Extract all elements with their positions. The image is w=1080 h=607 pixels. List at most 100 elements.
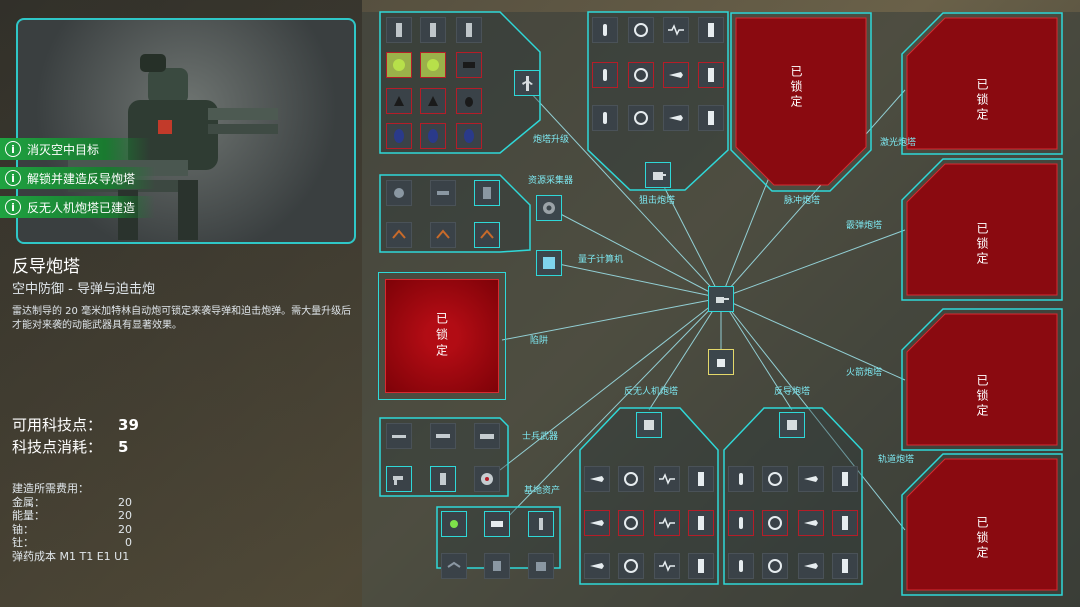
anti-missile-slot[interactable] — [762, 466, 788, 492]
base-asset-slot[interactable] — [441, 553, 467, 579]
cost-value: 5 — [118, 438, 129, 456]
upgrade-slot[interactable] — [420, 88, 446, 114]
soldier-weapon-slot[interactable] — [386, 466, 412, 492]
anti-drone-slot[interactable] — [654, 466, 680, 492]
anti-missile-slot[interactable] — [728, 466, 754, 492]
soldier-weapon-slot[interactable] — [474, 466, 500, 492]
upgrade-slot[interactable] — [386, 17, 412, 43]
sniper-slot[interactable] — [663, 17, 689, 43]
anti-missile-slot[interactable] — [728, 553, 754, 579]
sniper-slot[interactable] — [698, 105, 724, 131]
cost-row: 钍：0 — [12, 536, 132, 550]
anti-missile-slot[interactable] — [798, 510, 824, 536]
sniper-slot[interactable] — [628, 62, 654, 88]
collector-slot[interactable] — [474, 222, 500, 248]
magazine-icon — [708, 68, 714, 82]
quantum-computer-node[interactable] — [536, 250, 562, 276]
magazine-icon — [842, 472, 848, 486]
anti-drone-slot[interactable] — [618, 466, 644, 492]
cost-value: 20 — [118, 522, 132, 536]
unit-description: 雷达制导的 20 毫米加特林自动炮可锁定来袭导弹和迫击炮弹。需大量升级后才能对来… — [12, 306, 352, 331]
laser-turret-locked[interactable] — [901, 12, 1063, 155]
cost-row: 金属：20 — [12, 496, 132, 510]
collector-slot[interactable] — [386, 222, 412, 248]
sniper-slot[interactable] — [628, 105, 654, 131]
anti-missile-slot[interactable] — [798, 553, 824, 579]
collector-slot[interactable] — [430, 180, 456, 206]
soldier-weapon-slot[interactable] — [430, 466, 456, 492]
crawler-icon — [480, 229, 494, 239]
hail-turret-locked[interactable] — [901, 158, 1063, 301]
base-asset-slot[interactable] — [441, 511, 467, 537]
soldier-weapon-slot[interactable] — [430, 423, 456, 449]
anti-missile-slot[interactable] — [832, 510, 858, 536]
selected-anti-missile-node[interactable] — [708, 349, 734, 375]
sniper-slot[interactable] — [592, 105, 618, 131]
missile-icon — [590, 520, 604, 526]
soldier-weapon-slot[interactable] — [474, 423, 500, 449]
anti-drone-slot[interactable] — [654, 553, 680, 579]
collector-slot[interactable] — [474, 180, 500, 206]
upgrade-slot[interactable] — [386, 52, 412, 78]
sniper-turret-node[interactable] — [645, 162, 671, 188]
anti-missile-slot[interactable] — [728, 510, 754, 536]
anti-missile-slot[interactable] — [798, 466, 824, 492]
anti-drone-slot[interactable] — [618, 510, 644, 536]
upgrade-slot[interactable] — [420, 123, 446, 149]
anti-drone-slot[interactable] — [688, 510, 714, 536]
anti-missile-slot[interactable] — [762, 510, 788, 536]
orbital-turret-locked[interactable] — [901, 453, 1063, 596]
sniper-slot[interactable] — [592, 17, 618, 43]
upgrade-slot[interactable] — [456, 88, 482, 114]
anti-drone-slot[interactable] — [688, 553, 714, 579]
upgrade-slot[interactable] — [456, 123, 482, 149]
soldier-weapon-slot[interactable] — [386, 423, 412, 449]
objective-text: 消灭空中目标 — [27, 142, 100, 157]
anti-drone-slot[interactable] — [584, 510, 610, 536]
base-asset-slot[interactable] — [528, 553, 554, 579]
upgrade-slot[interactable] — [456, 17, 482, 43]
center-hub-node[interactable] — [708, 286, 734, 312]
upgrade-slot[interactable] — [386, 123, 412, 149]
tower-icon — [539, 518, 543, 530]
tech-point-cost: 科技点消耗：5 — [12, 436, 128, 457]
collector-slot[interactable] — [430, 222, 456, 248]
pistol-icon — [393, 476, 403, 485]
resource-collector-node[interactable] — [536, 195, 562, 221]
pulse-turret-locked[interactable] — [730, 12, 872, 192]
upgrade-slot[interactable] — [456, 52, 482, 78]
sniper-slot[interactable] — [698, 17, 724, 43]
rocket-turret-locked[interactable] — [901, 308, 1063, 451]
anti-drone-slot[interactable] — [584, 553, 610, 579]
locked-text: 已锁定 — [789, 65, 803, 110]
sniper-slot[interactable] — [592, 62, 618, 88]
collector-slot[interactable] — [386, 180, 412, 206]
anti-missile-turret-node[interactable] — [779, 412, 805, 438]
reload-icon — [768, 472, 782, 486]
objective-2: i 解锁并建造反导炮塔 — [0, 167, 155, 189]
sniper-slot[interactable] — [628, 17, 654, 43]
upgrade-slot[interactable] — [420, 52, 446, 78]
gear-icon — [543, 202, 555, 214]
anti-drone-turret-node[interactable] — [636, 412, 662, 438]
sniper-slot[interactable] — [663, 105, 689, 131]
bullet-icon — [603, 112, 607, 124]
anti-missile-slot[interactable] — [832, 466, 858, 492]
anti-drone-slot[interactable] — [618, 553, 644, 579]
base-asset-slot[interactable] — [484, 553, 510, 579]
anti-drone-slot[interactable] — [654, 510, 680, 536]
turret-upgrade-node[interactable] — [514, 70, 540, 96]
base-asset-slot[interactable] — [484, 511, 510, 537]
upgrade-slot[interactable] — [386, 88, 412, 114]
reload-icon — [768, 559, 782, 573]
anti-drone-slot[interactable] — [688, 466, 714, 492]
anti-missile-slot[interactable] — [832, 553, 858, 579]
upgrade-slot[interactable] — [420, 17, 446, 43]
trap-locked[interactable]: 已锁定 — [378, 272, 506, 400]
anti-missile-slot[interactable] — [762, 553, 788, 579]
sniper-slot[interactable] — [698, 62, 724, 88]
sniper-slot[interactable] — [663, 62, 689, 88]
anti-drone-slot[interactable] — [584, 466, 610, 492]
bullet-icon — [603, 24, 607, 36]
base-asset-slot[interactable] — [528, 511, 554, 537]
